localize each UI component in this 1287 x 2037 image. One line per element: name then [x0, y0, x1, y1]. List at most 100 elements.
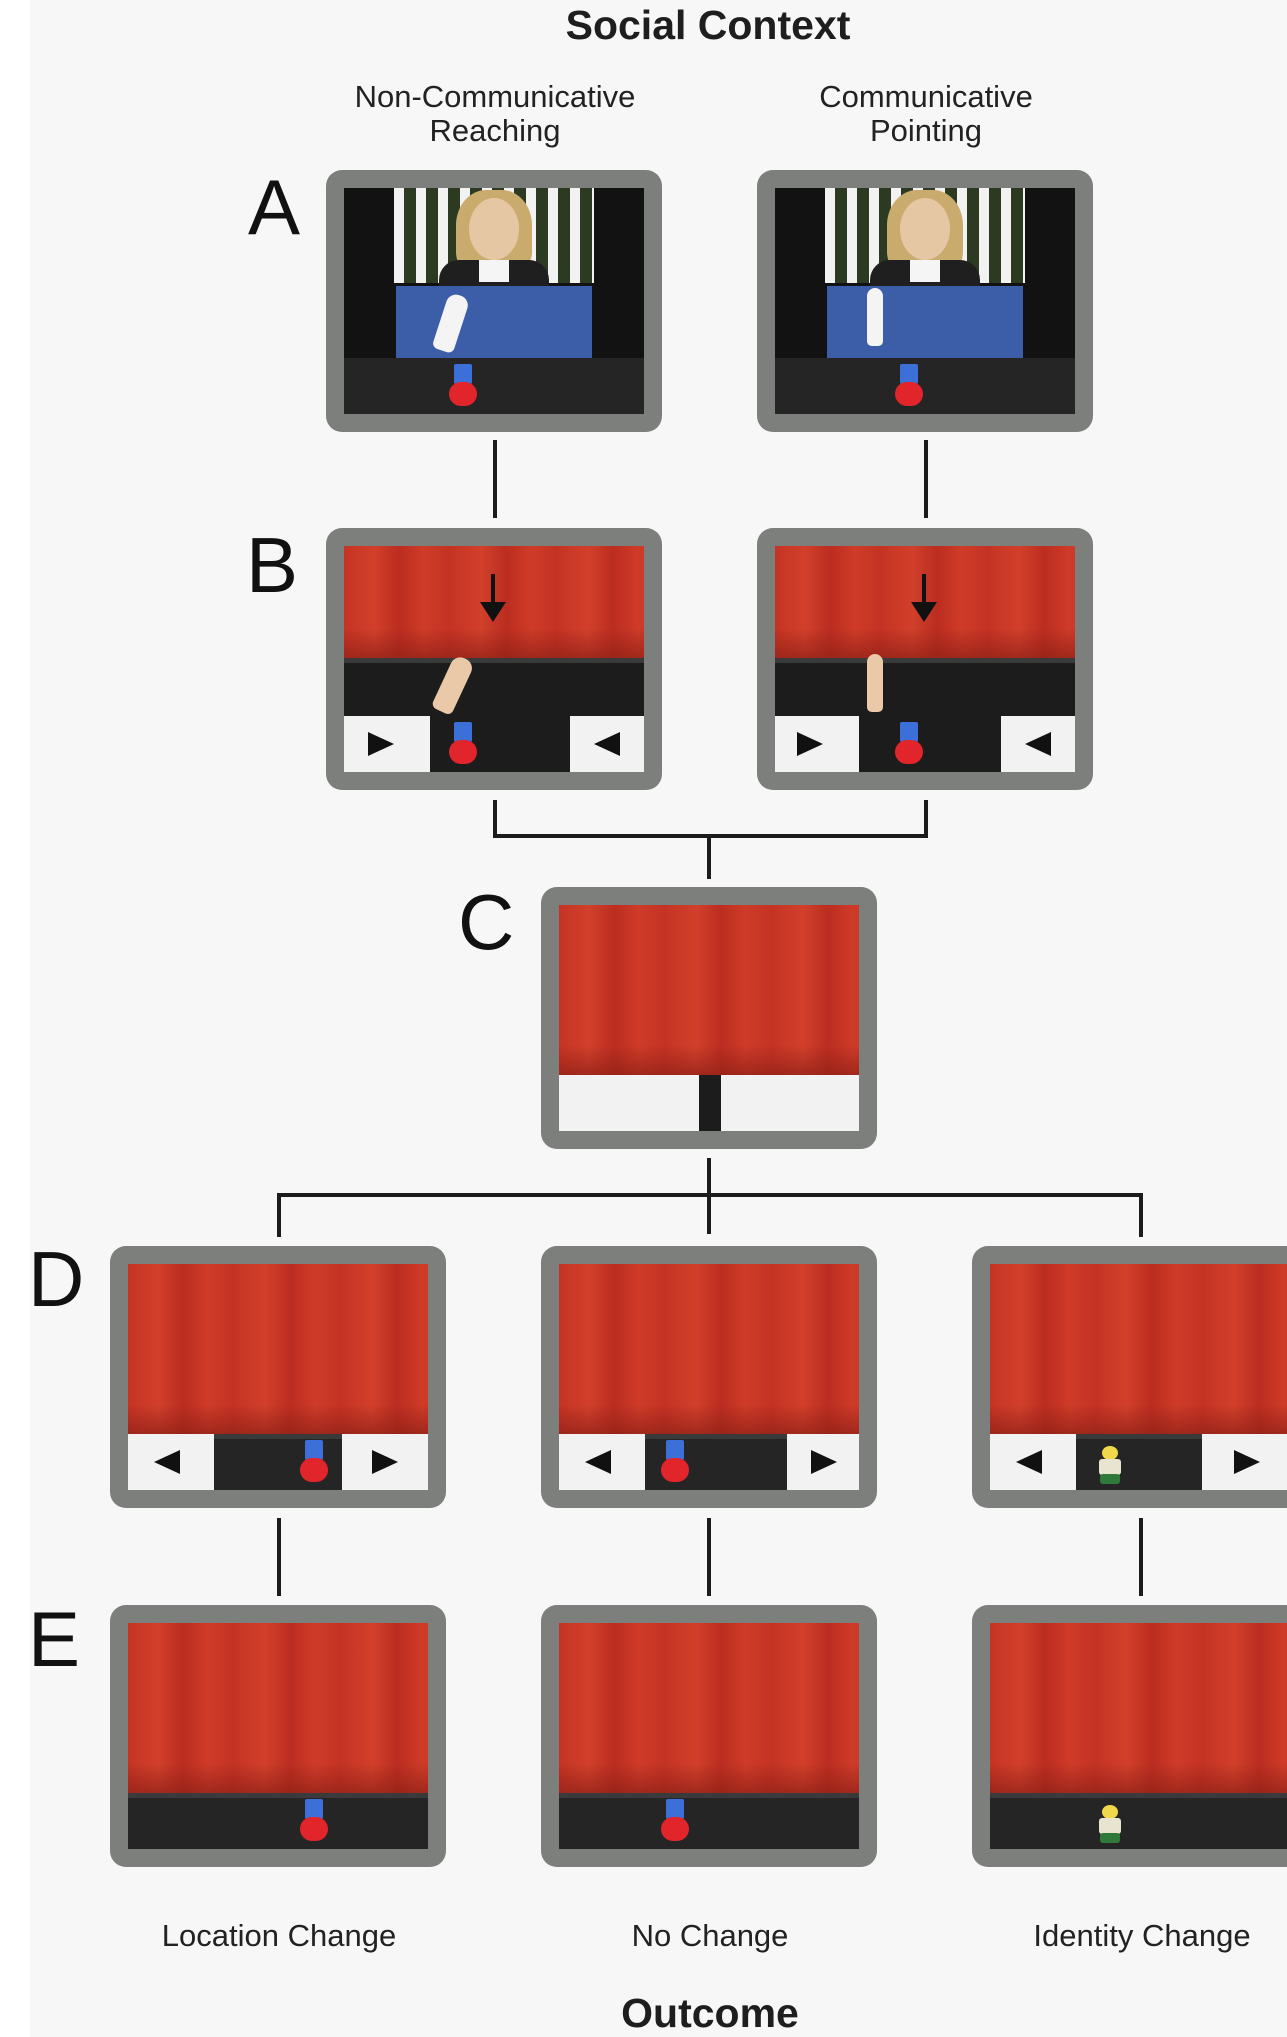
puppet-stage	[827, 286, 1023, 360]
row-letter-a: A	[248, 163, 301, 251]
left-arrow-icon	[1016, 1450, 1042, 1474]
actor-collar	[910, 260, 940, 282]
connector-c-d-left-drop	[277, 1193, 281, 1237]
row-letter-d: D	[28, 1235, 85, 1323]
down-arrow-icon	[480, 574, 506, 622]
red-curtain	[128, 1623, 428, 1793]
pointing-hand	[867, 654, 883, 712]
actor-collar	[479, 260, 509, 282]
screen-e-location-change	[128, 1623, 428, 1849]
screen-c	[559, 905, 859, 1131]
row-letter-c: C	[458, 878, 515, 966]
left-occluder	[990, 1434, 1076, 1490]
screen-a-pointing	[775, 188, 1075, 414]
connector-c-d-right-drop	[1139, 1193, 1143, 1237]
center-gap	[699, 1075, 721, 1131]
screen-d-location-change	[128, 1264, 428, 1490]
screen-e-no-change	[559, 1623, 859, 1849]
right-arrow-icon	[368, 732, 394, 756]
connector-b-c-right-drop	[924, 800, 928, 838]
column-label-reaching-text: Non-Communicative Reaching	[354, 79, 636, 148]
left-arrow-icon	[154, 1450, 180, 1474]
connector-a-b-left	[493, 440, 497, 518]
outcome-no-change: No Change	[631, 1918, 789, 1953]
screen-d-identity-change	[990, 1264, 1287, 1490]
blue-red-toy	[661, 1799, 689, 1847]
row-letter-e: E	[28, 1595, 81, 1683]
figurine-toy	[1096, 1446, 1124, 1486]
column-label-pointing: Communicative Pointing	[756, 80, 1096, 148]
frame-c	[541, 887, 877, 1149]
red-curtain	[990, 1623, 1287, 1793]
red-curtain	[559, 905, 859, 1075]
connector-d-e-left	[277, 1518, 281, 1596]
actor-face	[469, 198, 519, 260]
frame-b-reaching	[326, 528, 662, 790]
stage-floor	[775, 358, 1075, 414]
frame-a-pointing	[757, 170, 1093, 432]
blue-red-toy	[449, 722, 477, 770]
left-occluder	[775, 716, 859, 772]
red-curtain	[128, 1264, 428, 1434]
frame-d-location-change	[110, 1246, 446, 1508]
red-curtain	[990, 1264, 1287, 1434]
blue-red-toy	[895, 722, 923, 770]
connector-a-b-right	[924, 440, 928, 518]
stage-floor	[559, 1793, 859, 1849]
right-occluder	[570, 716, 644, 772]
stage-floor	[128, 1793, 428, 1849]
connector-d-e-middle	[707, 1518, 711, 1596]
stage-floor	[990, 1793, 1287, 1849]
figurine-toy	[1096, 1805, 1124, 1845]
frame-d-identity-change	[972, 1246, 1287, 1508]
blue-red-toy	[300, 1440, 328, 1488]
frame-a-reaching	[326, 170, 662, 432]
screen-e-identity-change	[990, 1623, 1287, 1849]
blue-red-toy	[661, 1440, 689, 1488]
screen-d-no-change	[559, 1264, 859, 1490]
social-context-title: Social Context	[565, 2, 851, 48]
screen-b-reaching	[344, 546, 644, 772]
connector-c-d-horizontal	[277, 1193, 1143, 1197]
frame-e-no-change	[541, 1605, 877, 1867]
outcome-identity-change: Identity Change	[1033, 1918, 1251, 1953]
red-curtain	[559, 1623, 859, 1793]
red-curtain	[775, 546, 1075, 658]
column-label-reaching: Non-Communicative Reaching	[325, 80, 665, 148]
right-occluder	[1202, 1434, 1287, 1490]
pointing-hand	[867, 288, 883, 346]
left-occluder	[344, 716, 430, 772]
column-label-pointing-text: Communicative Pointing	[819, 79, 1033, 148]
frame-e-identity-change	[972, 1605, 1287, 1867]
actor-face	[900, 198, 950, 260]
outcome-location-change: Location Change	[161, 1918, 397, 1953]
left-occluder	[559, 1434, 645, 1490]
frame-b-pointing	[757, 528, 1093, 790]
left-arrow-icon	[585, 1450, 611, 1474]
right-arrow-icon	[797, 732, 823, 756]
frame-d-no-change	[541, 1246, 877, 1508]
blue-red-toy	[895, 364, 923, 412]
right-arrow-icon	[372, 1450, 398, 1474]
stage-floor	[344, 358, 644, 414]
right-occluder	[787, 1434, 859, 1490]
right-arrow-icon	[1234, 1450, 1260, 1474]
connector-b-c-left-drop	[493, 800, 497, 838]
down-arrow-icon	[911, 574, 937, 622]
right-occluder	[1001, 716, 1075, 772]
screen-a-reaching	[344, 188, 644, 414]
left-occluder	[128, 1434, 214, 1490]
screen-b-pointing	[775, 546, 1075, 772]
right-occluder	[342, 1434, 428, 1490]
blue-red-toy	[449, 364, 477, 412]
connector-b-c-stem	[707, 834, 711, 879]
red-curtain	[559, 1264, 859, 1434]
left-arrow-icon	[1025, 732, 1051, 756]
connector-d-e-right	[1139, 1518, 1143, 1596]
frame-e-location-change	[110, 1605, 446, 1867]
right-arrow-icon	[811, 1450, 837, 1474]
left-arrow-icon	[594, 732, 620, 756]
puppet-stage	[396, 286, 592, 360]
outcome-title: Outcome	[621, 1990, 799, 2036]
row-letter-b: B	[246, 521, 299, 609]
